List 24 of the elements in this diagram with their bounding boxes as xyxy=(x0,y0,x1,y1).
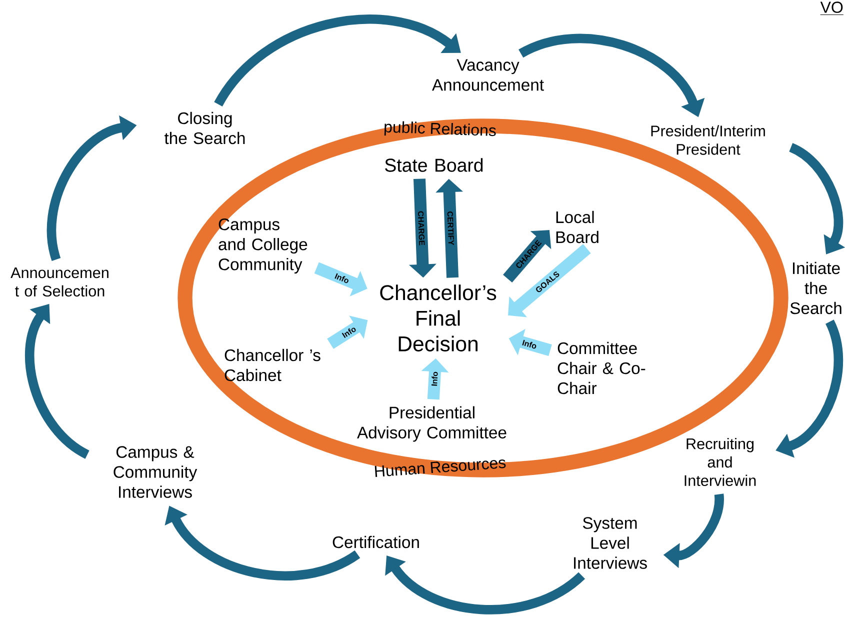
stage-label: Vacancy Announcement xyxy=(432,59,544,91)
stage-label: Chancellor’s Final Decision xyxy=(380,284,496,352)
corner-text: VO xyxy=(820,2,844,16)
stage-label: Campus and College Community xyxy=(218,218,308,274)
stage-label: Local Board xyxy=(556,210,598,244)
stage-label: Campus & Community Interviews xyxy=(114,446,198,498)
stage-label: Closing the Search xyxy=(164,112,245,144)
stage-label: Presidential Advisory Committee xyxy=(357,406,506,442)
stage-label: Announcemen t of Selection xyxy=(10,267,108,297)
stage-label: Certification xyxy=(332,536,419,548)
stage-label: Committee Chair & Co-Chair xyxy=(558,342,646,394)
edge-label: CERTIFY xyxy=(447,211,454,246)
stage-label: President/Interim President xyxy=(651,125,765,155)
edge-label: Info xyxy=(432,372,438,386)
edge-label: Info xyxy=(334,273,348,284)
stage-label: Initiate the Search xyxy=(790,262,842,314)
stage-label: Recruiting and Interviewin xyxy=(684,438,756,486)
edge-label: CHARGE xyxy=(418,211,425,246)
stage-label: State Board xyxy=(385,158,483,172)
stage-label: Chancellor ’s Cabinet xyxy=(224,348,320,382)
block-arrow xyxy=(508,244,591,318)
stage-label: System Level Interviews xyxy=(574,517,647,569)
edge-label: Info xyxy=(342,328,356,338)
edge-label: Info xyxy=(522,340,536,349)
